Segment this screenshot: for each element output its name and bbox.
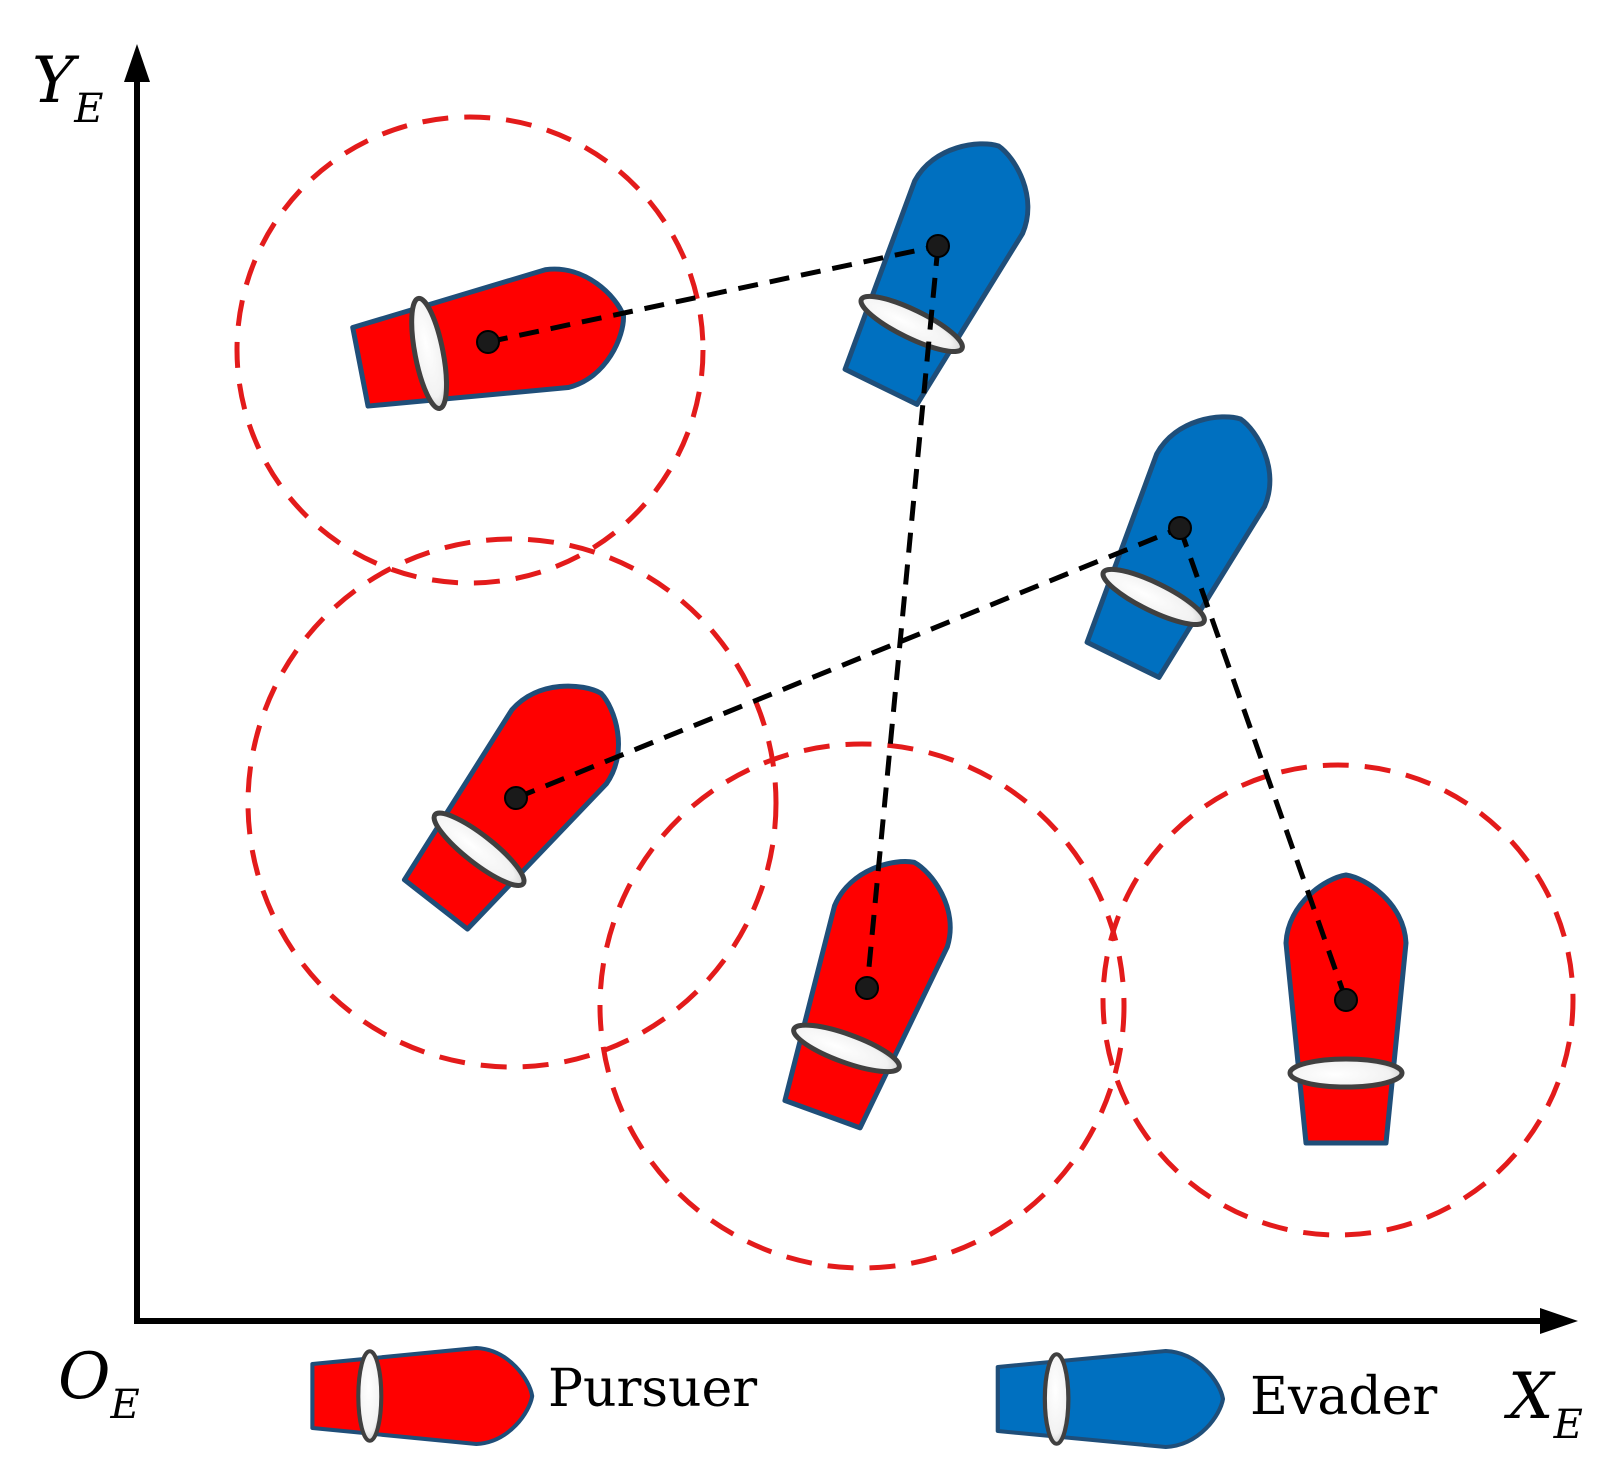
link-pursuer2-evader2 (515, 525, 1181, 801)
y-axis-label-sub: E (73, 86, 103, 132)
legend-evader-label: Evader (1250, 1367, 1437, 1427)
x-axis-arrow-icon (1540, 1308, 1578, 1334)
origin-label: OE (58, 1340, 140, 1428)
x-axis-label-sub: E (1553, 1402, 1583, 1448)
x-axis-label: XE (1503, 1360, 1583, 1448)
origin-label-main: O (58, 1340, 110, 1414)
legend: Pursuer Evader (312, 1348, 1437, 1447)
link-pursuer1-evader1 (487, 243, 939, 345)
capture-circles (234, 114, 1576, 1271)
capture-circle-4 (1100, 762, 1576, 1238)
evader-1-dot (926, 234, 950, 258)
link-evader1-pursuer3 (864, 245, 941, 989)
x-axis-label-main: X (1503, 1360, 1556, 1434)
pursuer-1-dot (476, 330, 500, 354)
y-axis-label: YE (32, 44, 103, 132)
capture-circle-1 (234, 114, 706, 586)
y-axis-arrow-icon (124, 44, 150, 82)
origin-label-sub: E (109, 1382, 139, 1428)
legend-evader-icon (998, 1351, 1223, 1447)
coordinate-axes (124, 44, 1578, 1334)
pursuer-3-dot (855, 976, 879, 1000)
pursuit-links (487, 243, 1349, 1001)
evader-boat-1 (827, 120, 1052, 413)
pursuer-2-dot (504, 786, 528, 810)
evader-2-dot (1168, 516, 1192, 540)
capture-circle-2 (245, 536, 779, 1070)
reference-dots (476, 234, 1358, 1012)
pursuer-4-dot (1334, 988, 1358, 1012)
link-evader2-pursuer4 (1177, 527, 1349, 1001)
legend-pursuer-icon (312, 1348, 532, 1444)
capture-circle-3 (597, 741, 1127, 1271)
y-axis-label-main: Y (32, 44, 80, 118)
legend-pursuer-label: Pursuer (548, 1359, 757, 1419)
